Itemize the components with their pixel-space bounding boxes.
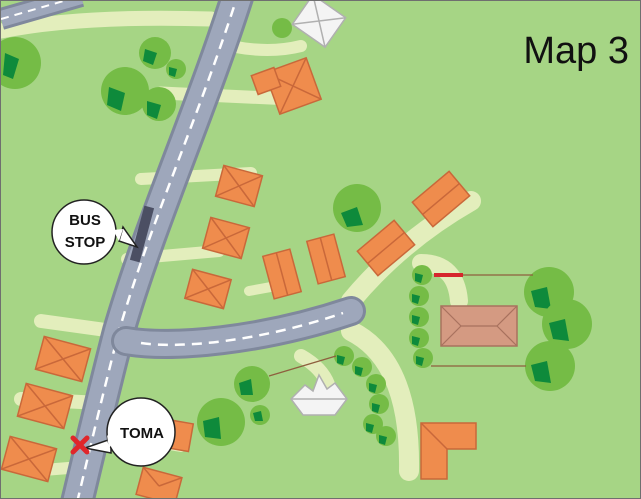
tree: [197, 398, 245, 446]
house: [261, 248, 303, 300]
map-title: Map 3: [523, 30, 629, 72]
tree: [101, 67, 149, 115]
bus-stop-label-line2: STOP: [65, 234, 106, 251]
bus-stop-callout: BUS STOP: [51, 199, 139, 265]
house: [356, 219, 416, 277]
bus-stop-label-line1: BUS: [69, 212, 101, 229]
corner-road: [1, 1, 85, 30]
tree: [166, 59, 186, 79]
tree: [525, 341, 575, 391]
tree: [250, 405, 270, 425]
marker-callout: TOMA: [82, 397, 176, 467]
tree: [142, 87, 176, 121]
tree: [139, 37, 171, 69]
x-mark-icon: [70, 435, 90, 455]
tree-row-lower-shade: [337, 355, 387, 445]
trees: [1, 18, 592, 446]
tree: [542, 299, 592, 349]
tree: [333, 184, 381, 232]
fence-lines: [268, 274, 533, 377]
house: [250, 66, 282, 96]
house: [1, 435, 58, 483]
houses: [1, 56, 477, 498]
tree: [1, 37, 41, 89]
tree: [272, 18, 292, 38]
house: [305, 233, 347, 285]
tree: [234, 366, 270, 402]
white-house: [291, 1, 347, 49]
marker-label: TOMA: [120, 425, 164, 442]
house: [135, 466, 183, 498]
white-houses: [290, 1, 348, 416]
bus-stop-shelter: [129, 205, 155, 263]
side-road-center-line: [140, 311, 344, 347]
white-house: [290, 373, 348, 416]
house: [16, 382, 74, 430]
house: [214, 164, 264, 208]
house: [201, 216, 251, 260]
large-house: [440, 305, 518, 347]
tree-row-left-shade: [412, 273, 424, 366]
house: [411, 170, 471, 228]
house: [34, 335, 92, 383]
house: [183, 268, 233, 310]
side-road: [111, 296, 366, 359]
